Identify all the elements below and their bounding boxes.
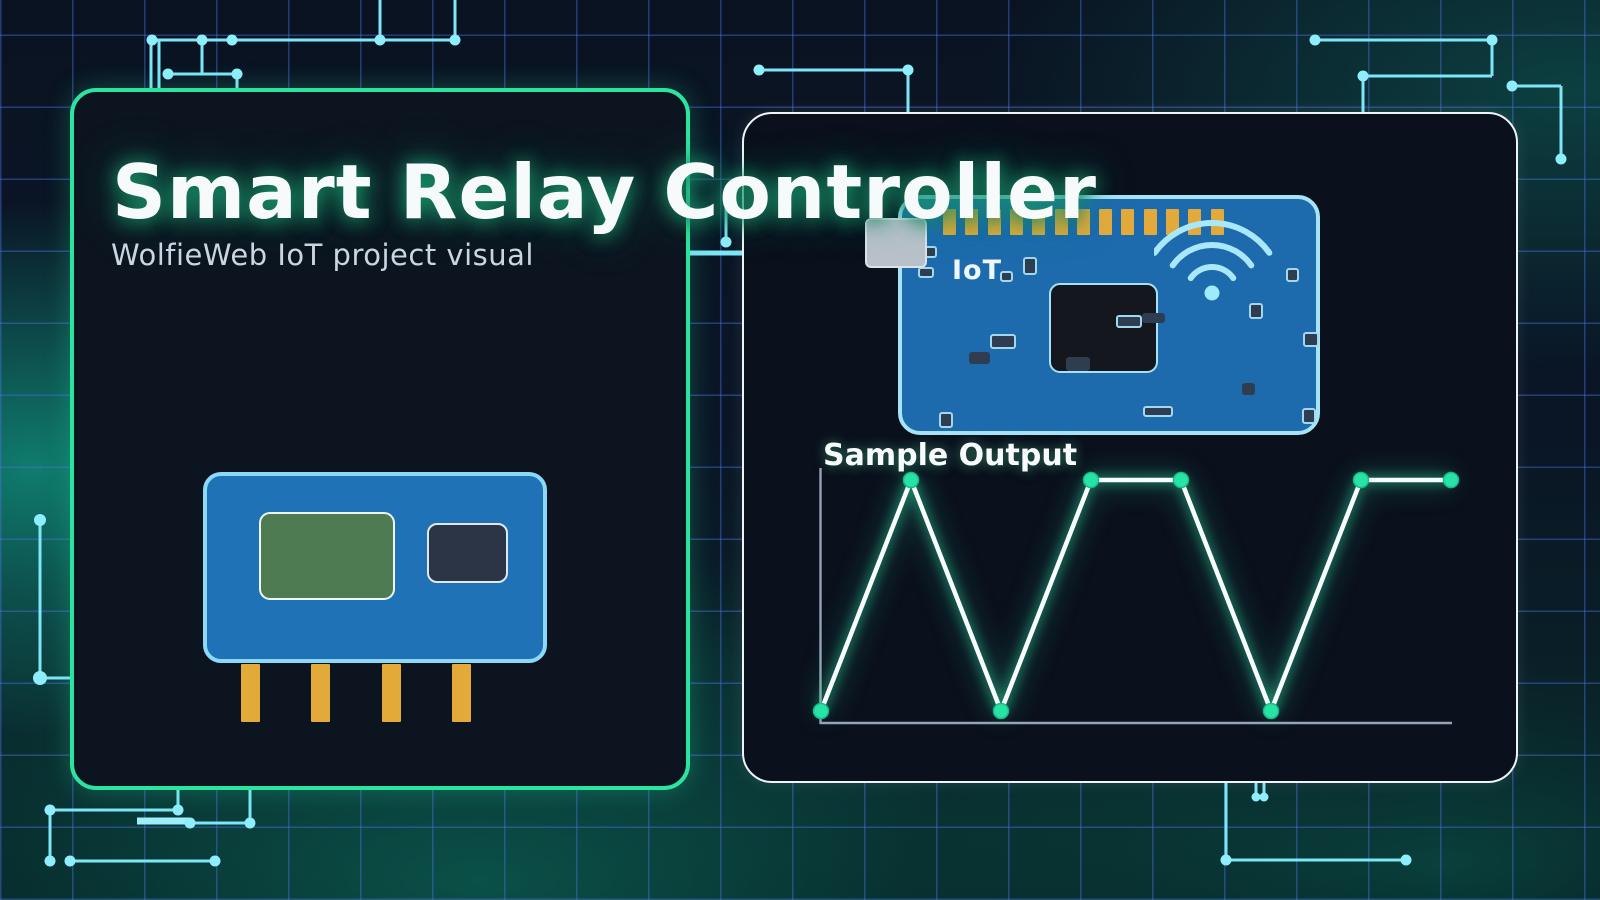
waveform-point [992,702,1010,720]
board-label: IoT [952,255,1003,286]
waveform-point [1352,471,1370,489]
board-pin [1121,209,1135,235]
relay-pin [311,664,331,722]
board-component [1303,332,1319,347]
board-component [1302,408,1316,424]
waveform-point [812,702,830,720]
page-subtitle: WolfieWeb IoT project visual [111,238,534,272]
chart-axes [819,468,1452,725]
waveform-point [1172,471,1190,489]
board-component [1249,303,1263,319]
board-component [1143,406,1173,417]
board-pin [1076,209,1090,235]
board-pin [1009,209,1023,235]
waveform-point [902,471,920,489]
board-component [1286,268,1299,282]
iot-board-illustration: IoT [898,195,1320,435]
waveform-point [1082,471,1100,489]
waveform-line [818,477,1454,714]
waveform-point [1442,471,1460,489]
board-component [1142,313,1165,323]
board-pin [1166,209,1179,235]
relay-screen [259,512,395,600]
board-component [939,412,953,428]
chart-title: Sample Output [823,438,1078,473]
board-component [1116,315,1142,328]
relay-button [427,523,508,583]
board-component [1066,357,1090,371]
board-panel: IoT Sample Output [742,112,1518,783]
board-component [1000,271,1013,282]
sample-output-chart [800,450,1470,744]
board-component [1242,383,1255,395]
title-panel: Smart Relay Controller WolfieWeb IoT pro… [70,88,1096,790]
relay-pin [241,664,260,722]
board-pin [965,209,979,235]
relay-module-illustration [203,472,547,663]
board-component [918,267,934,278]
page-title: Smart Relay Controller [112,148,1097,236]
board-pin [1099,209,1113,235]
board-component [969,352,990,364]
board-pin [1032,209,1046,235]
wifi-icon [1154,220,1273,301]
board-pin [943,209,956,235]
relay-pin [451,664,471,722]
waveform-point [1262,702,1280,720]
relay-pins [241,664,551,722]
board-component [990,334,1016,349]
board-pin [1054,209,1068,235]
board-component [1023,257,1037,275]
board-pin [1143,209,1157,235]
usb-connector [865,218,927,268]
board-pin [987,209,1001,235]
relay-pin [381,664,401,722]
